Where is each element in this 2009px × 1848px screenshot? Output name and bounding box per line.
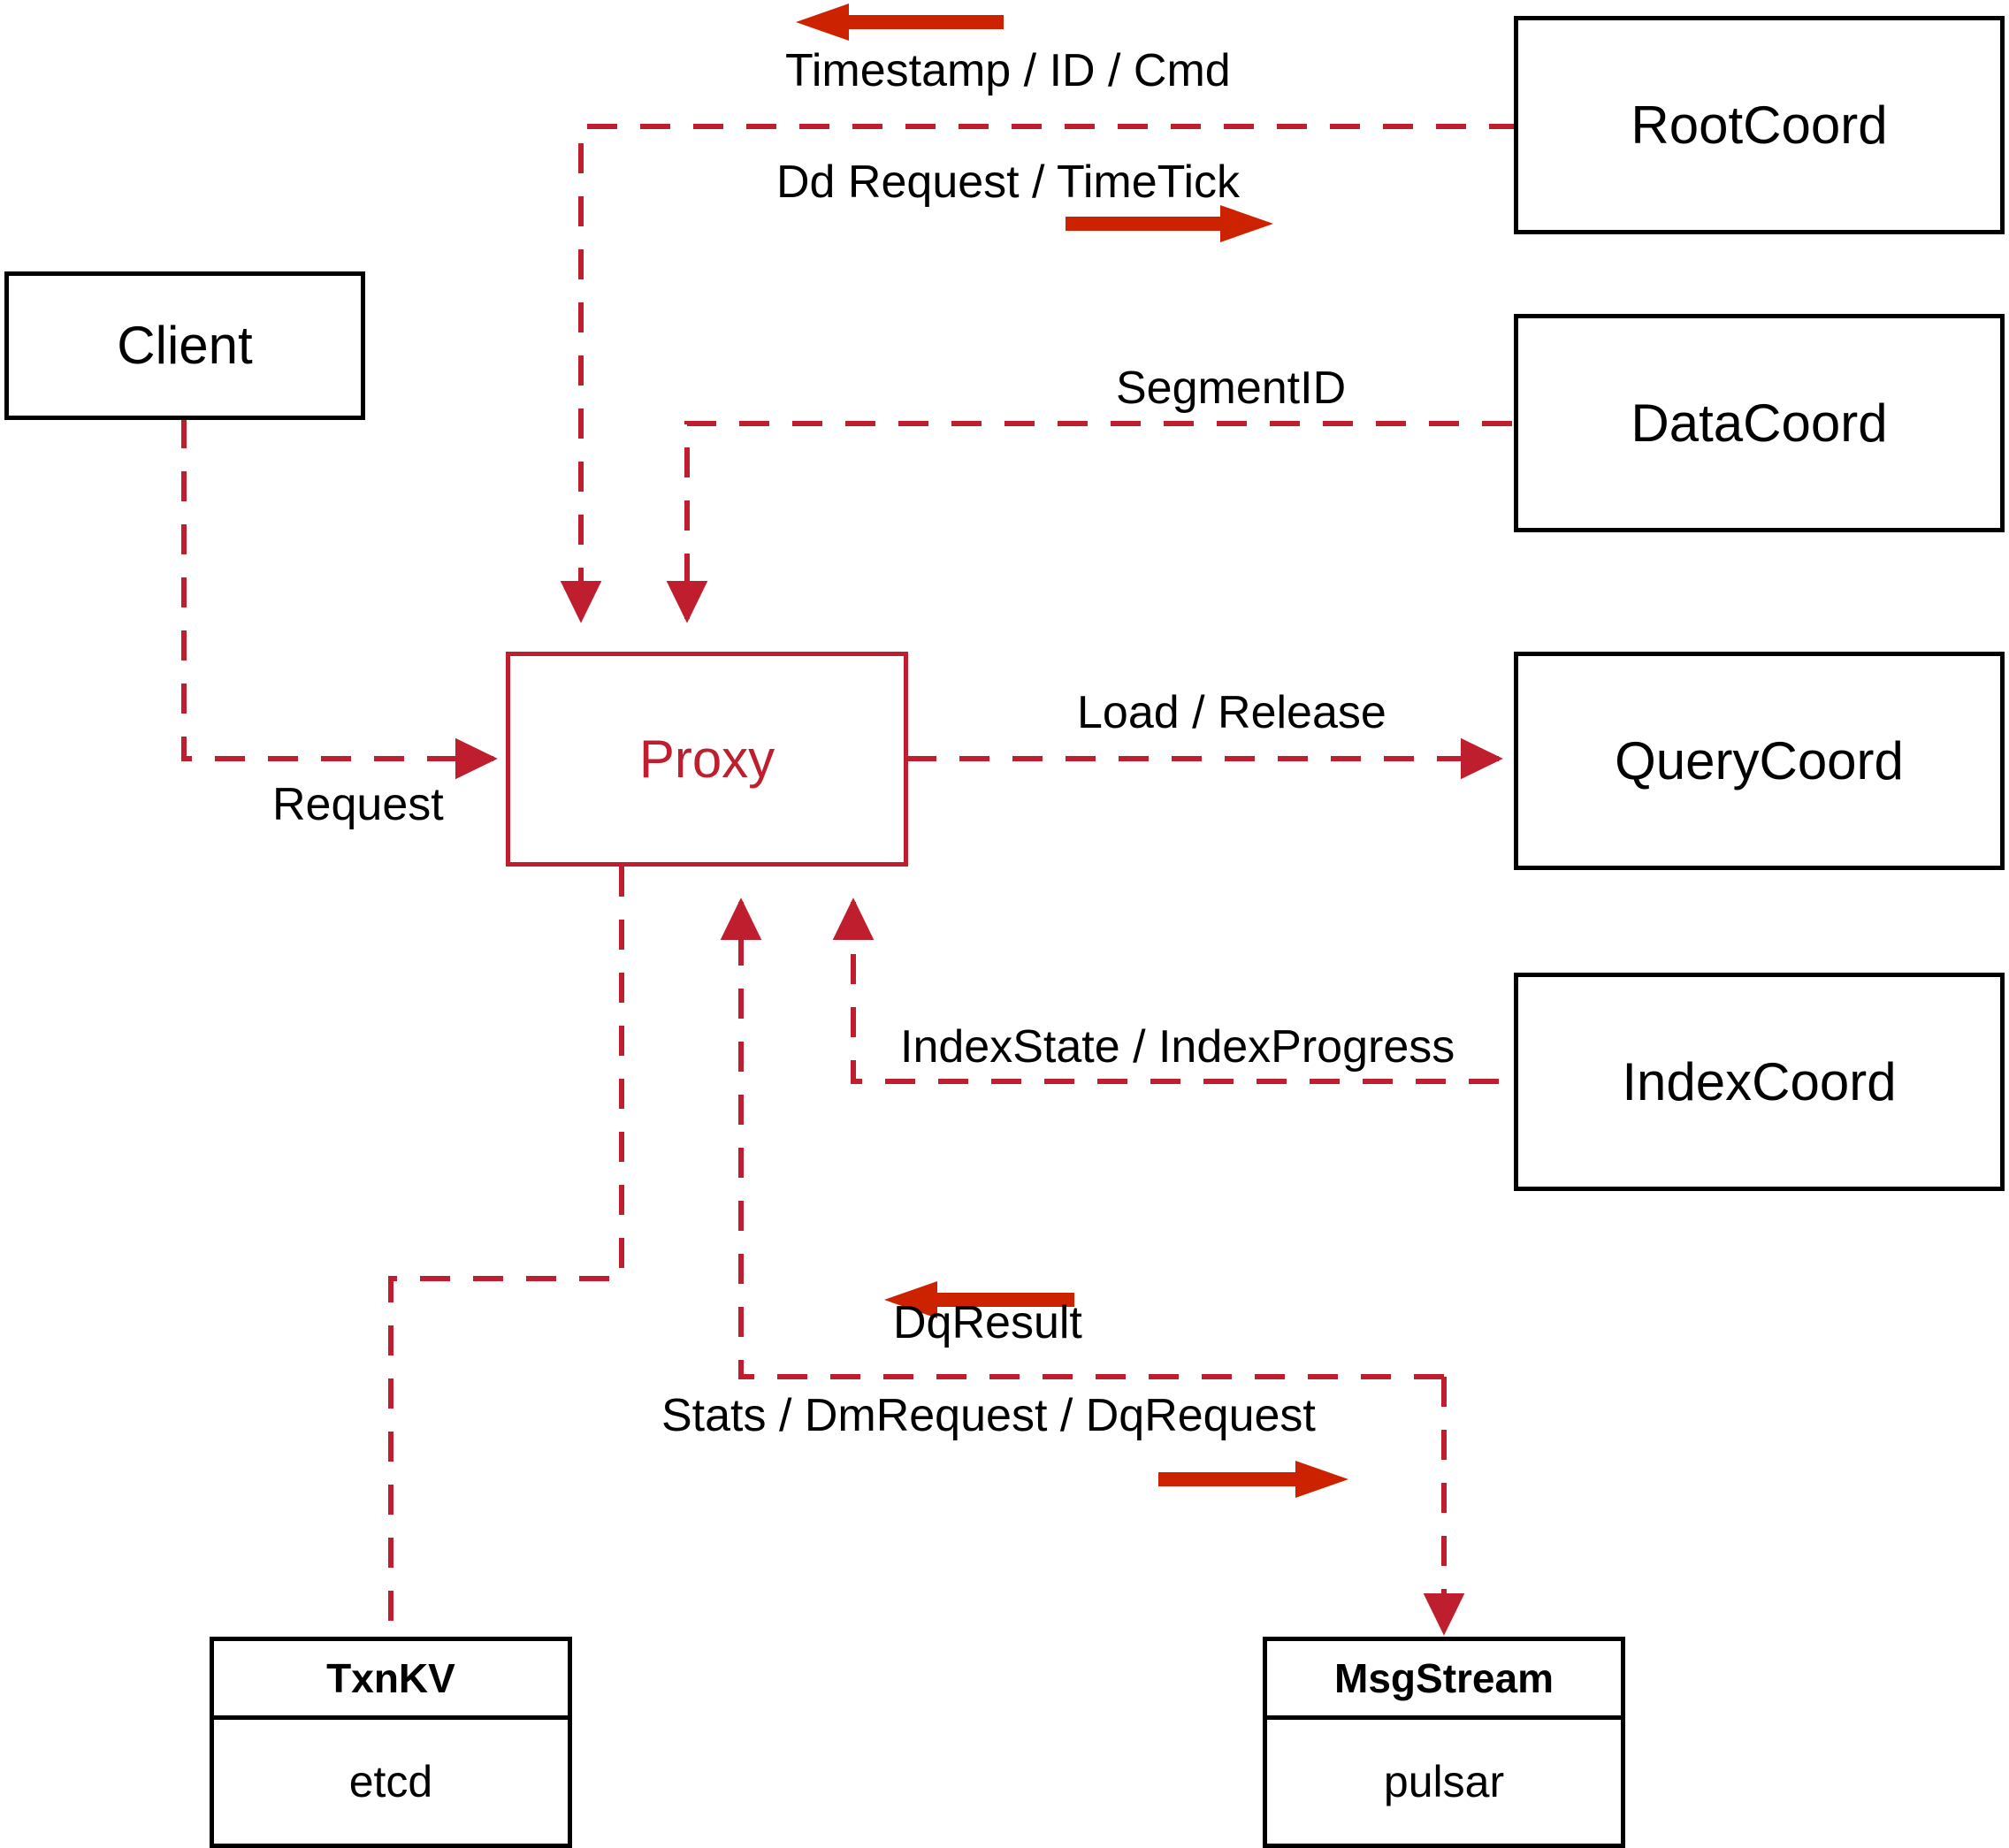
store-txnkv-title: TxnKV bbox=[326, 1655, 455, 1701]
node-client[interactable]: Client bbox=[4, 271, 365, 420]
node-indexcoord-label: IndexCoord bbox=[1622, 1051, 1897, 1111]
node-querycoord[interactable]: QueryCoord bbox=[1514, 652, 2005, 870]
direction-arrow-dqrequest-right bbox=[1158, 1461, 1348, 1498]
node-proxy-label: Proxy bbox=[638, 729, 775, 789]
store-msgstream-impl: pulsar bbox=[1383, 1757, 1505, 1806]
edge-label-timestamp-id-cmd: Timestamp / ID / Cmd bbox=[785, 45, 1231, 96]
edge-msgstream-to-proxy bbox=[720, 897, 1444, 1379]
store-txnkv-impl: etcd bbox=[348, 1757, 433, 1806]
edge-label-index-state-progress: IndexState / IndexProgress bbox=[900, 1021, 1455, 1073]
direction-arrow-dqresult-left bbox=[884, 1281, 1074, 1318]
edge-label-load-release: Load / Release bbox=[1077, 687, 1386, 738]
node-datacoord[interactable]: DataCoord bbox=[1514, 314, 2005, 532]
edge-client-to-proxy bbox=[181, 418, 498, 780]
direction-arrow-ddrequest-right bbox=[1066, 205, 1273, 242]
edge-label-dq-result: DqResult bbox=[893, 1297, 1082, 1348]
edge-label-request: Request bbox=[272, 779, 444, 830]
node-rootcoord-label: RootCoord bbox=[1631, 95, 1888, 155]
store-msgstream[interactable]: MsgStream pulsar bbox=[1263, 1637, 1625, 1848]
direction-arrow-timestamp-left bbox=[796, 4, 1004, 41]
edge-datacoord-to-proxy bbox=[666, 421, 1512, 623]
store-txnkv-header: TxnKV bbox=[214, 1641, 568, 1720]
store-msgstream-title: MsgStream bbox=[1334, 1655, 1554, 1701]
edge-label-segment-id: SegmentID bbox=[1116, 363, 1347, 414]
node-querycoord-label: QueryCoord bbox=[1615, 730, 1904, 790]
store-msgstream-header: MsgStream bbox=[1267, 1641, 1621, 1720]
node-datacoord-label: DataCoord bbox=[1631, 393, 1888, 453]
node-rootcoord[interactable]: RootCoord bbox=[1514, 16, 2005, 234]
store-txnkv[interactable]: TxnKV etcd bbox=[210, 1637, 572, 1848]
edge-indexcoord-to-proxy bbox=[832, 897, 1499, 1084]
node-indexcoord[interactable]: IndexCoord bbox=[1514, 973, 2005, 1191]
store-msgstream-body: pulsar bbox=[1267, 1720, 1621, 1844]
edge-label-stats-dm-dq-request: Stats / DmRequest / DqRequest bbox=[661, 1390, 1316, 1441]
edge-label-dd-request-timetick: Dd Request / TimeTick bbox=[776, 157, 1241, 208]
node-proxy[interactable]: Proxy bbox=[506, 652, 908, 867]
edge-proxy-to-txnkv bbox=[388, 867, 624, 1637]
store-txnkv-body: etcd bbox=[214, 1720, 568, 1844]
node-client-label: Client bbox=[117, 316, 253, 375]
